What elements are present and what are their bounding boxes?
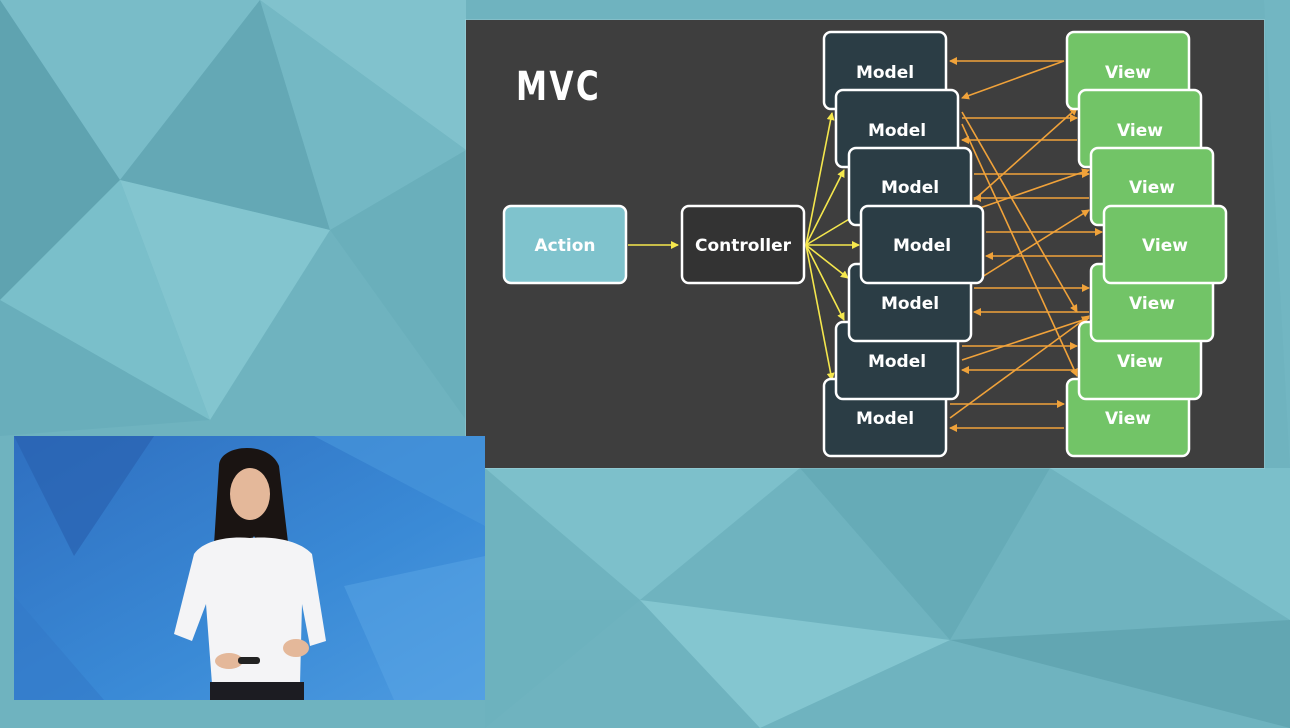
model-label-5: Model [881,294,939,314]
view-label-2: View [1117,121,1163,141]
model-label-2: Model [868,121,926,141]
model-label-6: Model [868,352,926,372]
view-label-4: View [1142,236,1188,256]
view-label-3: View [1129,178,1175,198]
mvc-diagram: Action Controller View View View View Vi… [502,30,1228,458]
speaker-video [14,436,485,700]
view-label-5: View [1129,294,1175,314]
model-view-arrows [949,57,1103,432]
view-label-6: View [1117,352,1163,372]
model-label-1: Model [856,63,914,83]
model-box-4: Model [859,204,985,285]
model-boxes: Model Model Model Model Model Model Mode… [822,30,985,458]
view-box-4: View [1102,204,1228,285]
controller-box: Controller [680,204,806,285]
controller-label: Controller [695,236,792,256]
controller-model-arrows [628,112,860,381]
action-box: Action [502,204,628,285]
model-label-7: Model [856,409,914,429]
slide-title: MVC [516,64,602,110]
model-label-4: Model [893,236,951,256]
view-boxes: View View View View View View View [1065,30,1228,458]
speaker-figure [174,447,326,700]
model-label-3: Model [881,178,939,198]
action-label: Action [535,236,596,256]
speaker-photo [14,436,485,700]
view-label-1: View [1105,63,1151,83]
view-label-7: View [1105,409,1151,429]
presentation-slide: MVC [466,20,1264,468]
